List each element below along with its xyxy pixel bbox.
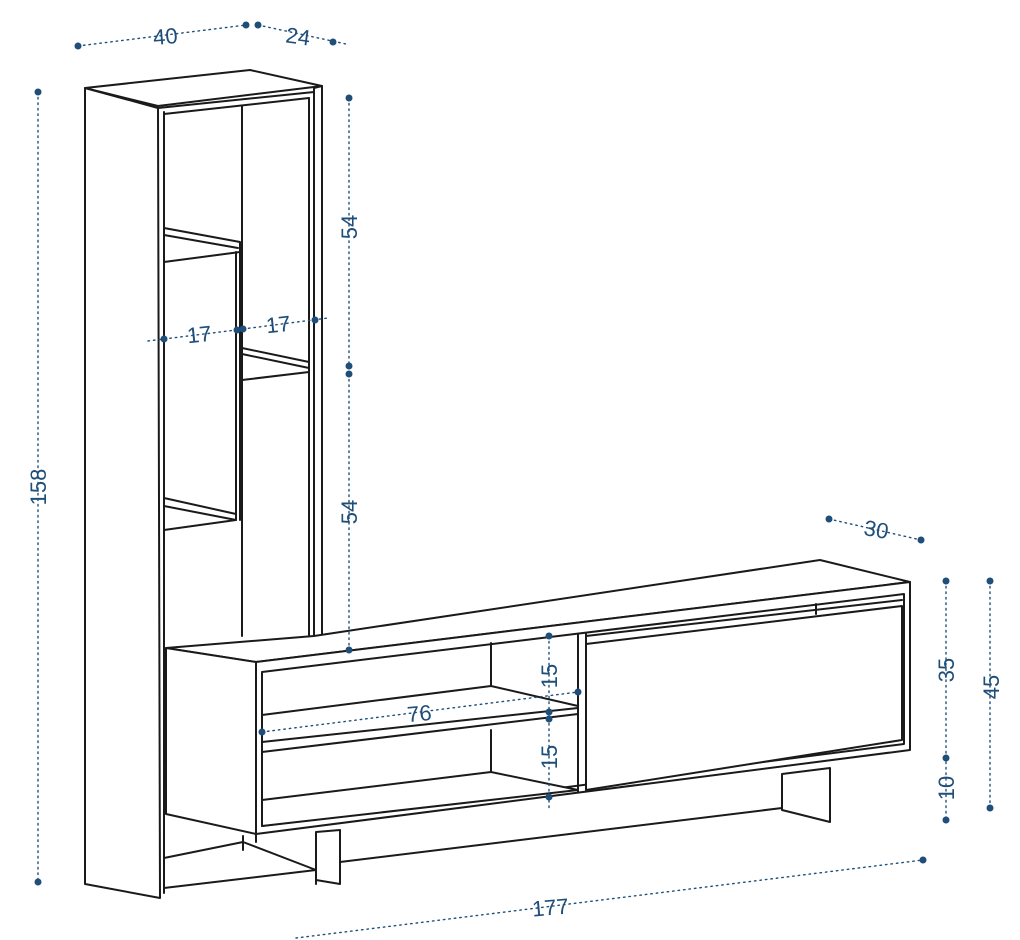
dim-point	[34, 88, 42, 96]
label-console-depth: 30	[862, 515, 890, 544]
label-open-shelf: 76	[406, 700, 433, 727]
tower-shelf-right	[241, 347, 310, 381]
dim-point	[160, 335, 168, 343]
dim-line-cubby-left	[147, 329, 237, 342]
dim-point	[986, 577, 994, 585]
console-base-right-leg	[781, 767, 831, 823]
label-cubby-left: 17	[186, 321, 213, 348]
dim-point	[825, 515, 833, 523]
dim-point	[942, 816, 950, 824]
tower-left-side	[84, 87, 161, 899]
dim-point	[574, 688, 582, 696]
label-total-width: 177	[531, 893, 570, 921]
console-open-shelf-edge	[261, 707, 579, 743]
label-cubby-right: 17	[265, 311, 292, 338]
label-total-height: 158	[26, 469, 51, 506]
dim-point	[345, 370, 353, 378]
tower-shelf-left-upper	[163, 227, 241, 263]
console-inner-frame	[261, 593, 905, 827]
console-door-top-edge	[585, 599, 903, 637]
dim-point	[329, 38, 337, 46]
label-leg-height: 10	[934, 776, 959, 800]
dim-point	[919, 856, 927, 864]
tower-bottom-shelf	[163, 841, 317, 889]
dim-point	[345, 362, 353, 370]
tower-front-frame	[157, 91, 315, 651]
console-base-left-leg	[315, 829, 341, 885]
dim-point	[233, 326, 241, 334]
dim-line-tower-depth	[257, 24, 347, 45]
dim-line-tower-width	[77, 24, 247, 47]
dim-line-total-width	[295, 859, 924, 939]
tower-right-side	[313, 85, 323, 651]
label-lower-section: 54	[337, 500, 362, 524]
dim-point	[258, 728, 266, 736]
tower-shelf-left-upper-edge	[163, 234, 239, 249]
dimension-labels: 40 24 158 54 54 17 17 30 35 45 10 15 15 …	[26, 22, 1004, 921]
dim-point	[254, 21, 262, 29]
dim-point	[545, 632, 553, 640]
label-upper-section: 54	[337, 215, 362, 239]
console-bottom-shelf	[261, 771, 579, 827]
label-console-total: 45	[979, 675, 1004, 699]
dim-point	[239, 325, 247, 333]
tower-shelf-right-edge	[241, 353, 310, 369]
dim-point	[311, 316, 319, 324]
dim-point	[242, 21, 250, 29]
console-base-rail	[339, 807, 783, 863]
dim-point	[545, 793, 553, 801]
dim-point	[34, 878, 42, 886]
dimension-lines	[34, 21, 994, 939]
console-unit	[165, 559, 911, 885]
dim-point	[545, 715, 553, 723]
console-left-side	[165, 647, 257, 835]
dim-line-console-depth	[828, 518, 922, 541]
label-tower-width: 40	[152, 23, 179, 50]
dim-point	[942, 577, 950, 585]
tower-unit	[84, 69, 323, 899]
dim-point	[942, 754, 950, 762]
label-tower-depth: 24	[284, 22, 312, 50]
dim-point	[986, 804, 994, 812]
dim-point	[74, 42, 82, 50]
dim-point	[345, 646, 353, 654]
dim-line-open-shelf	[261, 691, 579, 733]
dim-point	[917, 536, 925, 544]
tower-inner-top-edge	[163, 97, 310, 115]
label-lower-shelf: 15	[537, 745, 562, 769]
console-open-shelf	[261, 685, 579, 753]
label-upper-shelf: 15	[537, 664, 562, 688]
label-cabinet-body: 35	[934, 658, 959, 682]
dim-point	[545, 708, 553, 716]
dim-point	[345, 94, 353, 102]
tower-shelf-left-lower-edge	[163, 505, 237, 521]
